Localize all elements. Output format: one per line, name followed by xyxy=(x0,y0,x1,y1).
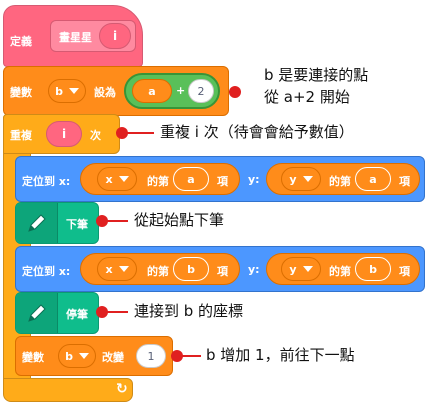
annotation-dot xyxy=(171,350,183,362)
set-var-keyword: 變數 xyxy=(10,86,32,99)
item-of-list-x[interactable]: x 的第 b 項 xyxy=(80,253,240,285)
pen-icon xyxy=(28,304,46,322)
annotation-pen-down: 從起始點下筆 xyxy=(134,211,225,229)
pen-up-block[interactable]: 停筆 xyxy=(15,292,99,334)
change-amount[interactable]: 1 xyxy=(136,344,166,368)
list-dropdown-x[interactable]: x xyxy=(97,167,137,191)
item-label: 項 xyxy=(217,265,228,278)
define-custom-block[interactable]: 畫星星 i xyxy=(50,20,136,52)
index-a[interactable]: a xyxy=(355,167,391,191)
annotation-line xyxy=(106,220,128,222)
change-var-keyword: 變數 xyxy=(22,351,44,364)
y-label: y: xyxy=(248,173,260,186)
pen-icon xyxy=(28,214,46,232)
repeat-block-bottom[interactable]: ↻ xyxy=(3,378,133,402)
chevron-down-icon xyxy=(68,88,79,94)
item-label: 項 xyxy=(217,175,228,188)
list-dropdown-y[interactable]: y xyxy=(281,257,321,281)
param-i[interactable]: i xyxy=(99,23,131,49)
chevron-down-icon xyxy=(78,353,89,359)
list-name-x: x xyxy=(105,172,113,186)
annotation-change: b 增加 1，前往下一點 xyxy=(206,346,355,364)
variable-dropdown[interactable]: b xyxy=(58,344,96,368)
goto-keyword: 定位到 x: xyxy=(22,265,71,278)
set-to-label: 設為 xyxy=(94,86,116,99)
item-of-label: 的第 xyxy=(329,175,351,188)
change-variable-block[interactable]: 變數 b 改變 1 xyxy=(15,336,173,376)
add-operator[interactable]: a + 2 xyxy=(124,73,220,109)
change-action-label: 改變 xyxy=(102,351,124,364)
annotation-set-line2: 從 a+2 開始 xyxy=(264,88,350,106)
list-name-x: x xyxy=(105,262,113,276)
variable-name: b xyxy=(65,349,73,363)
chevron-down-icon xyxy=(302,176,313,182)
annotation-dot xyxy=(229,86,241,98)
operand-a[interactable]: a xyxy=(132,79,172,103)
item-of-label: 的第 xyxy=(147,265,169,278)
pen-down-label: 下筆 xyxy=(66,218,88,231)
chevron-down-icon xyxy=(118,176,129,182)
item-label: 項 xyxy=(399,175,410,188)
annotation-dot xyxy=(96,215,108,227)
pen-extension-icon-box xyxy=(16,293,58,333)
repeat-param-i[interactable]: i xyxy=(46,121,82,147)
index-a[interactable]: a xyxy=(173,167,209,191)
y-label: y: xyxy=(248,263,260,276)
item-of-label: 的第 xyxy=(147,175,169,188)
repeat-suffix: 次 xyxy=(90,129,101,142)
chevron-down-icon xyxy=(302,266,313,272)
define-keyword: 定義 xyxy=(10,35,32,48)
operand-2[interactable]: 2 xyxy=(188,79,214,103)
annotation-set-line1: b 是要連接的點 xyxy=(264,66,369,84)
goto-keyword: 定位到 x: xyxy=(22,175,71,188)
annotation-repeat: 重複 i 次（待會會給予數值） xyxy=(160,123,354,141)
annotation-line xyxy=(106,311,128,313)
item-of-list-x[interactable]: x 的第 a 項 xyxy=(80,163,240,195)
repeat-keyword: 重複 xyxy=(10,129,32,142)
item-of-label: 的第 xyxy=(329,265,351,278)
pen-down-block[interactable]: 下筆 xyxy=(15,202,99,244)
set-variable-block[interactable]: 變數 b 設為 a + 2 xyxy=(3,66,229,116)
index-b[interactable]: b xyxy=(173,257,209,281)
index-b[interactable]: b xyxy=(355,257,391,281)
list-name-y: y xyxy=(289,262,297,276)
annotation-pen-up: 連接到 b 的座標 xyxy=(134,302,244,320)
repeat-block[interactable]: 重複 i 次 xyxy=(3,114,120,154)
plus-sign: + xyxy=(176,84,186,97)
pen-up-label: 停筆 xyxy=(66,308,88,321)
goto-xy-block-b[interactable]: 定位到 x: x 的第 b 項 y: y 的第 b 項 xyxy=(15,246,425,292)
list-name-y: y xyxy=(289,172,297,186)
pen-extension-icon-box xyxy=(16,203,58,243)
annotation-line xyxy=(126,132,154,134)
item-label: 項 xyxy=(399,265,410,278)
annotation-dot xyxy=(96,306,108,318)
goto-xy-block-a[interactable]: 定位到 x: x 的第 a 項 y: y 的第 a 項 xyxy=(15,156,425,202)
variable-dropdown[interactable]: b xyxy=(48,79,86,103)
chevron-down-icon xyxy=(118,266,129,272)
item-of-list-y[interactable]: y 的第 a 項 xyxy=(266,163,420,195)
custom-block-name: 畫星星 xyxy=(59,31,92,44)
variable-name: b xyxy=(55,84,63,98)
loop-arrow-icon: ↻ xyxy=(116,381,128,397)
list-dropdown-x[interactable]: x xyxy=(97,257,137,281)
annotation-dot xyxy=(116,127,128,139)
list-dropdown-y[interactable]: y xyxy=(281,167,321,191)
item-of-list-y[interactable]: y 的第 b 項 xyxy=(266,253,420,285)
annotation-line xyxy=(181,355,201,357)
